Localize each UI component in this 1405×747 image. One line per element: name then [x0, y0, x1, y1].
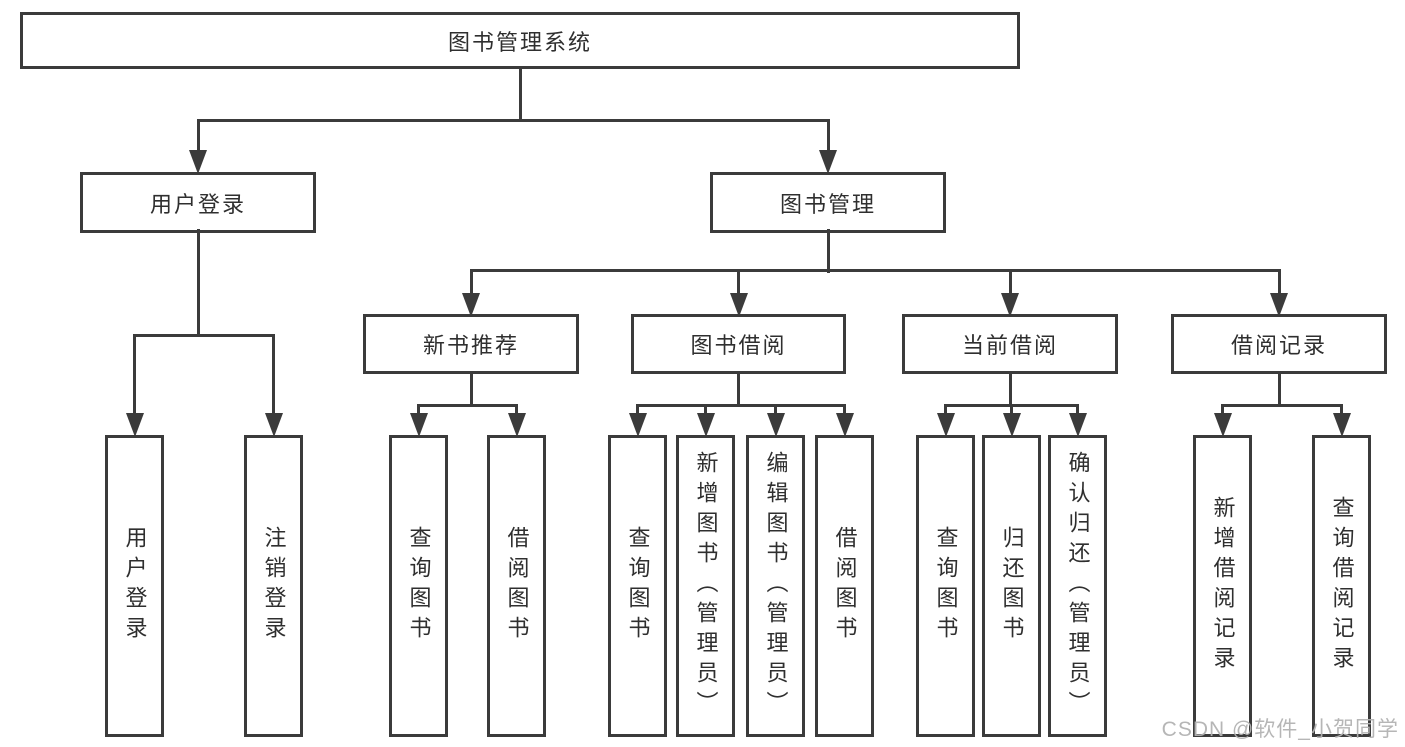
arrow-down-icon [189, 150, 207, 174]
node-book-management: 图书管理 [710, 172, 946, 233]
arrow-down-icon [1068, 413, 1087, 437]
connector-line [737, 269, 740, 295]
leaf-query-borrow-record: 查询借阅记录 [1312, 435, 1371, 737]
leaf-query-books-borrowing: 查询图书 [608, 435, 667, 737]
connector-line [1277, 269, 1281, 295]
connector-line [469, 371, 473, 407]
connector-line [133, 334, 275, 337]
connector-line [843, 404, 846, 414]
arrow-down-icon [835, 413, 854, 437]
leaf-user-login: 用户登录 [105, 435, 164, 737]
connector-line [196, 119, 830, 122]
connector-line [417, 404, 518, 407]
connector-line [1008, 371, 1012, 407]
arrow-down-icon [1001, 293, 1019, 317]
node-borrowing-records: 借阅记录 [1171, 314, 1387, 374]
arrow-down-icon [819, 150, 837, 174]
connector-line [1277, 371, 1281, 407]
connector-line [1076, 404, 1079, 414]
arrow-down-icon [409, 413, 428, 437]
leaf-confirm-return-admin: 确认归还（管理员） [1048, 435, 1107, 737]
connector-line [515, 404, 518, 414]
connector-line [636, 404, 846, 407]
connector-line [826, 119, 830, 151]
arrow-down-icon [696, 413, 715, 437]
arrow-down-icon [1332, 413, 1351, 437]
leaf-borrow-books-recommend: 借阅图书 [487, 435, 546, 737]
connector-line [417, 404, 420, 414]
arrow-down-icon [729, 293, 748, 317]
leaf-borrow-books-borrowing: 借阅图书 [815, 435, 874, 737]
connector-line [1221, 404, 1343, 407]
node-current-borrowing: 当前借阅 [902, 314, 1118, 374]
connector-line [737, 371, 740, 407]
arrow-down-icon [264, 413, 283, 437]
connector-line [774, 404, 777, 414]
leaf-edit-books-admin: 编辑图书（管理员） [746, 435, 805, 737]
connector-line [469, 269, 1281, 272]
connector-line [518, 66, 522, 122]
arrow-down-icon [1213, 413, 1232, 437]
leaf-return-books: 归还图书 [982, 435, 1041, 737]
leaf-query-books-recommend: 查询图书 [389, 435, 448, 737]
arrow-down-icon [1270, 293, 1288, 317]
connector-line [944, 404, 947, 414]
connector-line [1221, 404, 1224, 414]
connector-line [1010, 404, 1013, 414]
leaf-query-books-current: 查询图书 [916, 435, 975, 737]
connector-line [272, 334, 275, 414]
leaf-logout-login: 注销登录 [244, 435, 303, 737]
connector-line [469, 269, 473, 295]
connector-line [636, 404, 639, 414]
leaf-add-books-admin: 新增图书（管理员） [676, 435, 735, 737]
node-new-book-recommend: 新书推荐 [363, 314, 579, 374]
arrow-down-icon [766, 413, 785, 437]
arrow-down-icon [1002, 413, 1021, 437]
connector-line [1340, 404, 1343, 414]
watermark: CSDN @软件_小贺同学 [1161, 718, 1399, 741]
node-book-borrowing: 图书借阅 [631, 314, 846, 374]
node-user-login: 用户登录 [80, 172, 316, 233]
arrow-down-icon [462, 293, 480, 317]
connector-line [133, 334, 136, 414]
leaf-add-borrow-record: 新增借阅记录 [1193, 435, 1252, 737]
connector-line [944, 404, 1079, 407]
connector-line [196, 229, 200, 337]
arrow-down-icon [628, 413, 647, 437]
connector-line [196, 119, 200, 151]
arrow-down-icon [507, 413, 526, 437]
arrow-down-icon [936, 413, 955, 437]
connector-line [1008, 269, 1012, 295]
connector-line [704, 404, 707, 414]
connector-line [826, 229, 830, 273]
arrow-down-icon [125, 413, 144, 437]
node-book-management-system: 图书管理系统 [20, 12, 1020, 69]
